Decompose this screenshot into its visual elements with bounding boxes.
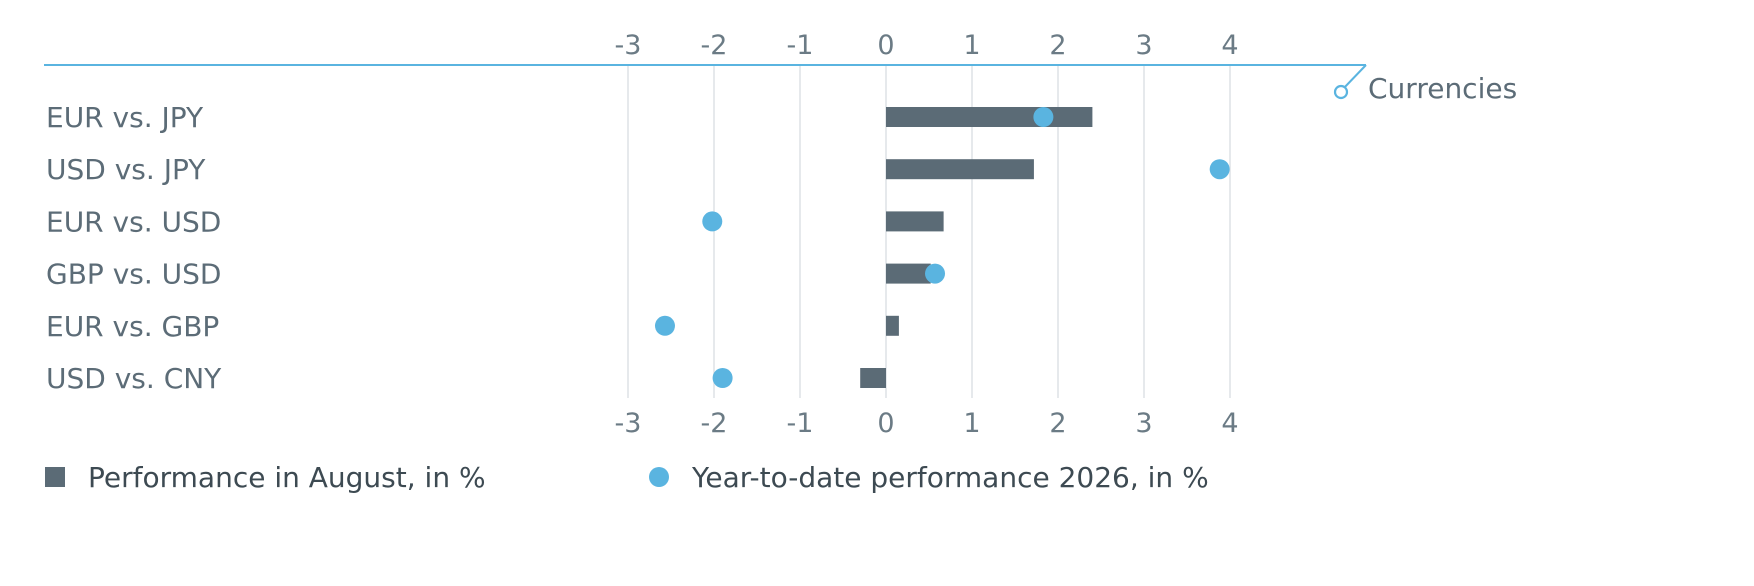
bar-august-performance[interactable] bbox=[860, 368, 886, 388]
dot-ytd-performance[interactable] bbox=[654, 315, 675, 336]
x-tick-label-bottom: 3 bbox=[1135, 408, 1152, 439]
x-tick-label-top: 1 bbox=[963, 30, 980, 61]
x-tick-label-top: 3 bbox=[1135, 30, 1152, 61]
dot-ytd-performance[interactable] bbox=[1209, 159, 1230, 180]
x-tick-label-bottom: -2 bbox=[701, 408, 728, 439]
category-label: USD vs. CNY bbox=[46, 362, 222, 395]
x-tick-label-top: 4 bbox=[1221, 30, 1238, 61]
x-tick-label-top: -2 bbox=[701, 30, 728, 61]
x-tick-label-top: 2 bbox=[1049, 30, 1066, 61]
bar-august-performance[interactable] bbox=[886, 315, 899, 336]
axis-tail-line bbox=[1341, 64, 1367, 91]
x-tick-label-bottom: 4 bbox=[1221, 408, 1238, 439]
dot-ytd-performance[interactable] bbox=[925, 263, 946, 284]
legend-swatch-bar bbox=[45, 467, 65, 487]
bar-august-performance[interactable] bbox=[886, 107, 1093, 127]
x-tick-label-bottom: 0 bbox=[877, 408, 894, 439]
chart-title: Currencies bbox=[1368, 72, 1517, 105]
x-tick-label-bottom: 2 bbox=[1049, 408, 1066, 439]
bar-august-performance[interactable] bbox=[886, 263, 931, 284]
x-tick-label-top: -1 bbox=[787, 30, 814, 61]
category-label: EUR vs. JPY bbox=[46, 101, 204, 134]
bar-august-performance[interactable] bbox=[886, 159, 1034, 180]
dot-ytd-performance[interactable] bbox=[702, 211, 723, 232]
x-tick-label-top: -3 bbox=[615, 30, 642, 61]
category-label: USD vs. JPY bbox=[46, 153, 206, 186]
category-label: EUR vs. GBP bbox=[46, 310, 219, 343]
dot-ytd-performance[interactable] bbox=[712, 368, 733, 388]
bar-august-performance[interactable] bbox=[886, 211, 944, 232]
x-tick-label-top: 0 bbox=[877, 30, 894, 61]
category-label: GBP vs. USD bbox=[46, 258, 221, 291]
x-tick-label-bottom: -1 bbox=[787, 408, 814, 439]
legend-label-august: Performance in August, in % bbox=[88, 461, 486, 494]
category-label: EUR vs. USD bbox=[46, 205, 221, 238]
x-tick-label-bottom: 1 bbox=[963, 408, 980, 439]
legend-swatch-dot bbox=[649, 467, 669, 487]
legend-label-ytd: Year-to-date performance 2026, in % bbox=[691, 461, 1209, 494]
title-marker-circle-icon bbox=[1333, 84, 1349, 100]
dot-ytd-performance[interactable] bbox=[1033, 107, 1054, 127]
x-tick-label-bottom: -3 bbox=[615, 408, 642, 439]
